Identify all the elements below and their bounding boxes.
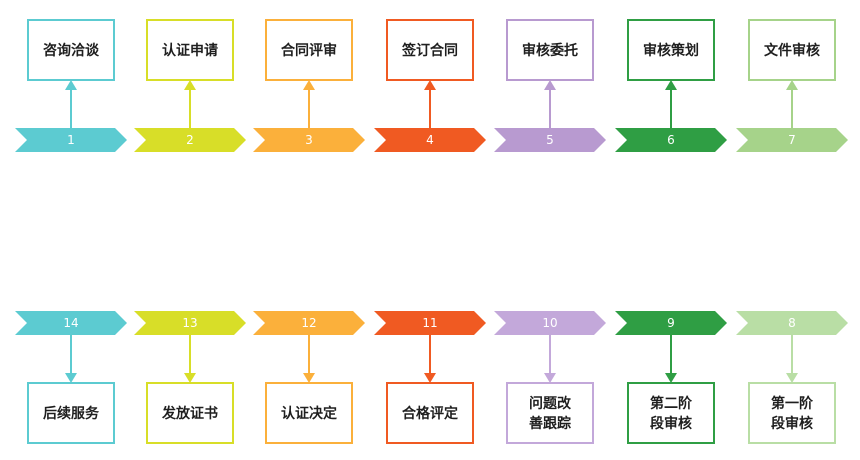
step-chevron bbox=[374, 311, 486, 335]
step-box bbox=[265, 19, 353, 81]
step-chevron bbox=[615, 128, 727, 152]
arrowhead-icon bbox=[303, 373, 315, 383]
step-5: 5 审核委托 bbox=[494, 19, 606, 152]
step-number: 2 bbox=[186, 133, 194, 147]
step-number: 10 bbox=[542, 316, 557, 330]
step-chevron bbox=[134, 311, 246, 335]
step-12: 12 认证决定 bbox=[253, 311, 365, 444]
step-chevron bbox=[253, 311, 365, 335]
step-2: 2 认证申请 bbox=[134, 19, 246, 152]
step-13: 13 发放证书 bbox=[134, 311, 246, 444]
step-number: 8 bbox=[788, 316, 796, 330]
step-label: 问题改善跟踪 bbox=[529, 395, 572, 432]
step-number: 5 bbox=[546, 133, 554, 147]
step-label: 认证申请 bbox=[162, 42, 218, 59]
step-box bbox=[27, 19, 115, 81]
arrowhead-icon bbox=[65, 80, 77, 90]
step-chevron bbox=[15, 311, 127, 335]
step-box bbox=[27, 382, 115, 444]
step-label: 签订合同 bbox=[401, 42, 458, 59]
arrowhead-icon bbox=[424, 373, 436, 383]
step-chevron bbox=[494, 311, 606, 335]
step-box bbox=[506, 19, 594, 81]
step-label: 认证决定 bbox=[281, 405, 337, 422]
step-label: 发放证书 bbox=[161, 405, 218, 422]
step-10: 10 问题改善跟踪 bbox=[494, 311, 606, 444]
step-number: 4 bbox=[426, 133, 434, 147]
step-box bbox=[506, 382, 594, 444]
arrowhead-icon bbox=[65, 373, 77, 383]
step-label: 文件审核 bbox=[764, 42, 820, 59]
step-box bbox=[146, 382, 234, 444]
step-box bbox=[627, 19, 715, 81]
step-number: 6 bbox=[667, 133, 675, 147]
arrowhead-icon bbox=[786, 80, 798, 90]
step-3: 3 合同评审 bbox=[253, 19, 365, 152]
arrowhead-icon bbox=[184, 80, 196, 90]
step-11: 11 合格评定 bbox=[374, 311, 486, 444]
step-box bbox=[748, 382, 836, 444]
step-9: 9 第二阶段审核 bbox=[615, 311, 727, 444]
step-number: 3 bbox=[305, 133, 313, 147]
arrowhead-icon bbox=[303, 80, 315, 90]
step-chevron bbox=[134, 128, 246, 152]
step-label: 第二阶段审核 bbox=[650, 395, 693, 432]
step-1: 1 咨询洽谈 bbox=[15, 19, 127, 152]
step-label: 审核策划 bbox=[643, 42, 699, 59]
step-4: 4 签订合同 bbox=[374, 19, 486, 152]
arrowhead-icon bbox=[544, 373, 556, 383]
step-chevron bbox=[615, 311, 727, 335]
step-box bbox=[265, 382, 353, 444]
step-box bbox=[748, 19, 836, 81]
step-14: 14 后续服务 bbox=[15, 311, 127, 444]
step-label: 咨询洽谈 bbox=[43, 42, 100, 59]
step-chevron bbox=[374, 128, 486, 152]
step-number: 7 bbox=[788, 133, 796, 147]
arrowhead-icon bbox=[424, 80, 436, 90]
step-number: 12 bbox=[301, 316, 316, 330]
arrowhead-icon bbox=[786, 373, 798, 383]
step-chevron bbox=[736, 128, 848, 152]
step-number: 1 bbox=[67, 133, 75, 147]
step-chevron bbox=[15, 128, 127, 152]
step-chevron bbox=[494, 128, 606, 152]
step-number: 13 bbox=[182, 316, 197, 330]
step-8: 8 第一阶段审核 bbox=[736, 311, 848, 444]
step-box bbox=[386, 19, 474, 81]
arrowhead-icon bbox=[544, 80, 556, 90]
step-label: 审核委托 bbox=[522, 42, 578, 59]
step-label: 后续服务 bbox=[43, 405, 100, 422]
step-box bbox=[386, 382, 474, 444]
step-number: 11 bbox=[422, 316, 437, 330]
step-number: 14 bbox=[63, 316, 78, 330]
step-label: 第一阶段审核 bbox=[771, 395, 814, 432]
step-6: 6 审核策划 bbox=[615, 19, 727, 152]
arrowhead-icon bbox=[184, 373, 196, 383]
step-number: 9 bbox=[667, 316, 675, 330]
arrowhead-icon bbox=[665, 80, 677, 90]
step-box bbox=[627, 382, 715, 444]
step-7: 7 文件审核 bbox=[736, 19, 848, 152]
step-box bbox=[146, 19, 234, 81]
arrowhead-icon bbox=[665, 373, 677, 383]
step-label: 合格评定 bbox=[402, 405, 458, 422]
step-label: 合同评审 bbox=[281, 42, 337, 59]
step-chevron bbox=[736, 311, 848, 335]
step-chevron bbox=[253, 128, 365, 152]
